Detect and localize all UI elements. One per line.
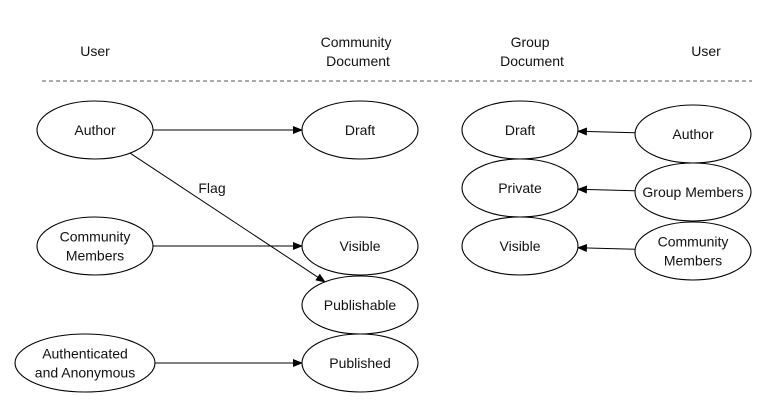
node-shape-author-left bbox=[36, 100, 154, 160]
node-auth-anon: Authenticated and Anonymous bbox=[14, 333, 156, 393]
node-label-community-members-left-1: Members bbox=[66, 248, 124, 264]
node-g-private: Private bbox=[461, 158, 579, 218]
node-shape-group-members bbox=[634, 162, 752, 222]
node-label-g-private-0: Private bbox=[498, 180, 542, 196]
node-label-g-visible-0: Visible bbox=[500, 238, 541, 254]
node-label-auth-anon-0: Authenticated bbox=[42, 346, 128, 362]
node-c-visible: Visible bbox=[301, 216, 419, 276]
edge-label-author_left-to-c_publishable: Flag bbox=[198, 180, 225, 196]
edge-group_members-to-g_private bbox=[576, 185, 636, 194]
header-user-left: User bbox=[80, 43, 110, 59]
node-label-group-members-0: Group Members bbox=[642, 184, 743, 200]
node-shape-c-published bbox=[301, 333, 419, 393]
node-label-c-draft-0: Draft bbox=[345, 122, 375, 138]
header-community-document: Community Document bbox=[321, 34, 396, 69]
header-group-document-line2: Document bbox=[500, 53, 564, 69]
node-label-community-members-right-0: Community bbox=[658, 234, 729, 250]
node-g-draft: Draft bbox=[461, 100, 579, 160]
header-user-right: User bbox=[691, 43, 721, 59]
node-shape-auth-anon bbox=[14, 333, 156, 393]
node-group-members: Group Members bbox=[634, 162, 752, 222]
node-shape-c-draft bbox=[301, 100, 419, 160]
node-shape-community-members-left bbox=[36, 216, 154, 276]
node-label-c-visible-0: Visible bbox=[340, 238, 381, 254]
header-community-document-line1: Community bbox=[321, 34, 392, 50]
node-author-left: Author bbox=[36, 100, 154, 160]
node-label-g-draft-0: Draft bbox=[505, 122, 535, 138]
node-shape-g-visible bbox=[461, 216, 579, 276]
node-shape-c-visible bbox=[301, 216, 419, 276]
node-label-community-members-right-1: Members bbox=[664, 253, 722, 269]
node-label-c-publishable-0: Publishable bbox=[324, 297, 397, 313]
node-c-published: Published bbox=[301, 333, 419, 393]
node-label-auth-anon-1: and Anonymous bbox=[35, 365, 135, 381]
header-community-document-line2: Document bbox=[326, 53, 390, 69]
edge-labels: Flag bbox=[198, 180, 225, 196]
edge-community_members_right-to-g_visible bbox=[576, 243, 636, 252]
header-group-document: Group Document bbox=[500, 34, 564, 69]
node-g-visible: Visible bbox=[461, 216, 579, 276]
node-author-right: Author bbox=[634, 104, 752, 164]
node-shape-community-members-right bbox=[634, 221, 752, 281]
edge-author_left-to-c_publishable bbox=[129, 152, 326, 283]
node-label-community-members-left-0: Community bbox=[60, 229, 131, 245]
node-c-draft: Draft bbox=[301, 100, 419, 160]
node-label-author-right-0: Author bbox=[672, 126, 714, 142]
header-group-document-line1: Group bbox=[511, 34, 550, 50]
node-label-c-published-0: Published bbox=[329, 355, 391, 371]
edges bbox=[129, 126, 636, 367]
edge-author_right-to-g_draft bbox=[576, 127, 636, 136]
node-label-author-left-0: Author bbox=[74, 122, 116, 138]
node-c-publishable: Publishable bbox=[301, 275, 419, 335]
